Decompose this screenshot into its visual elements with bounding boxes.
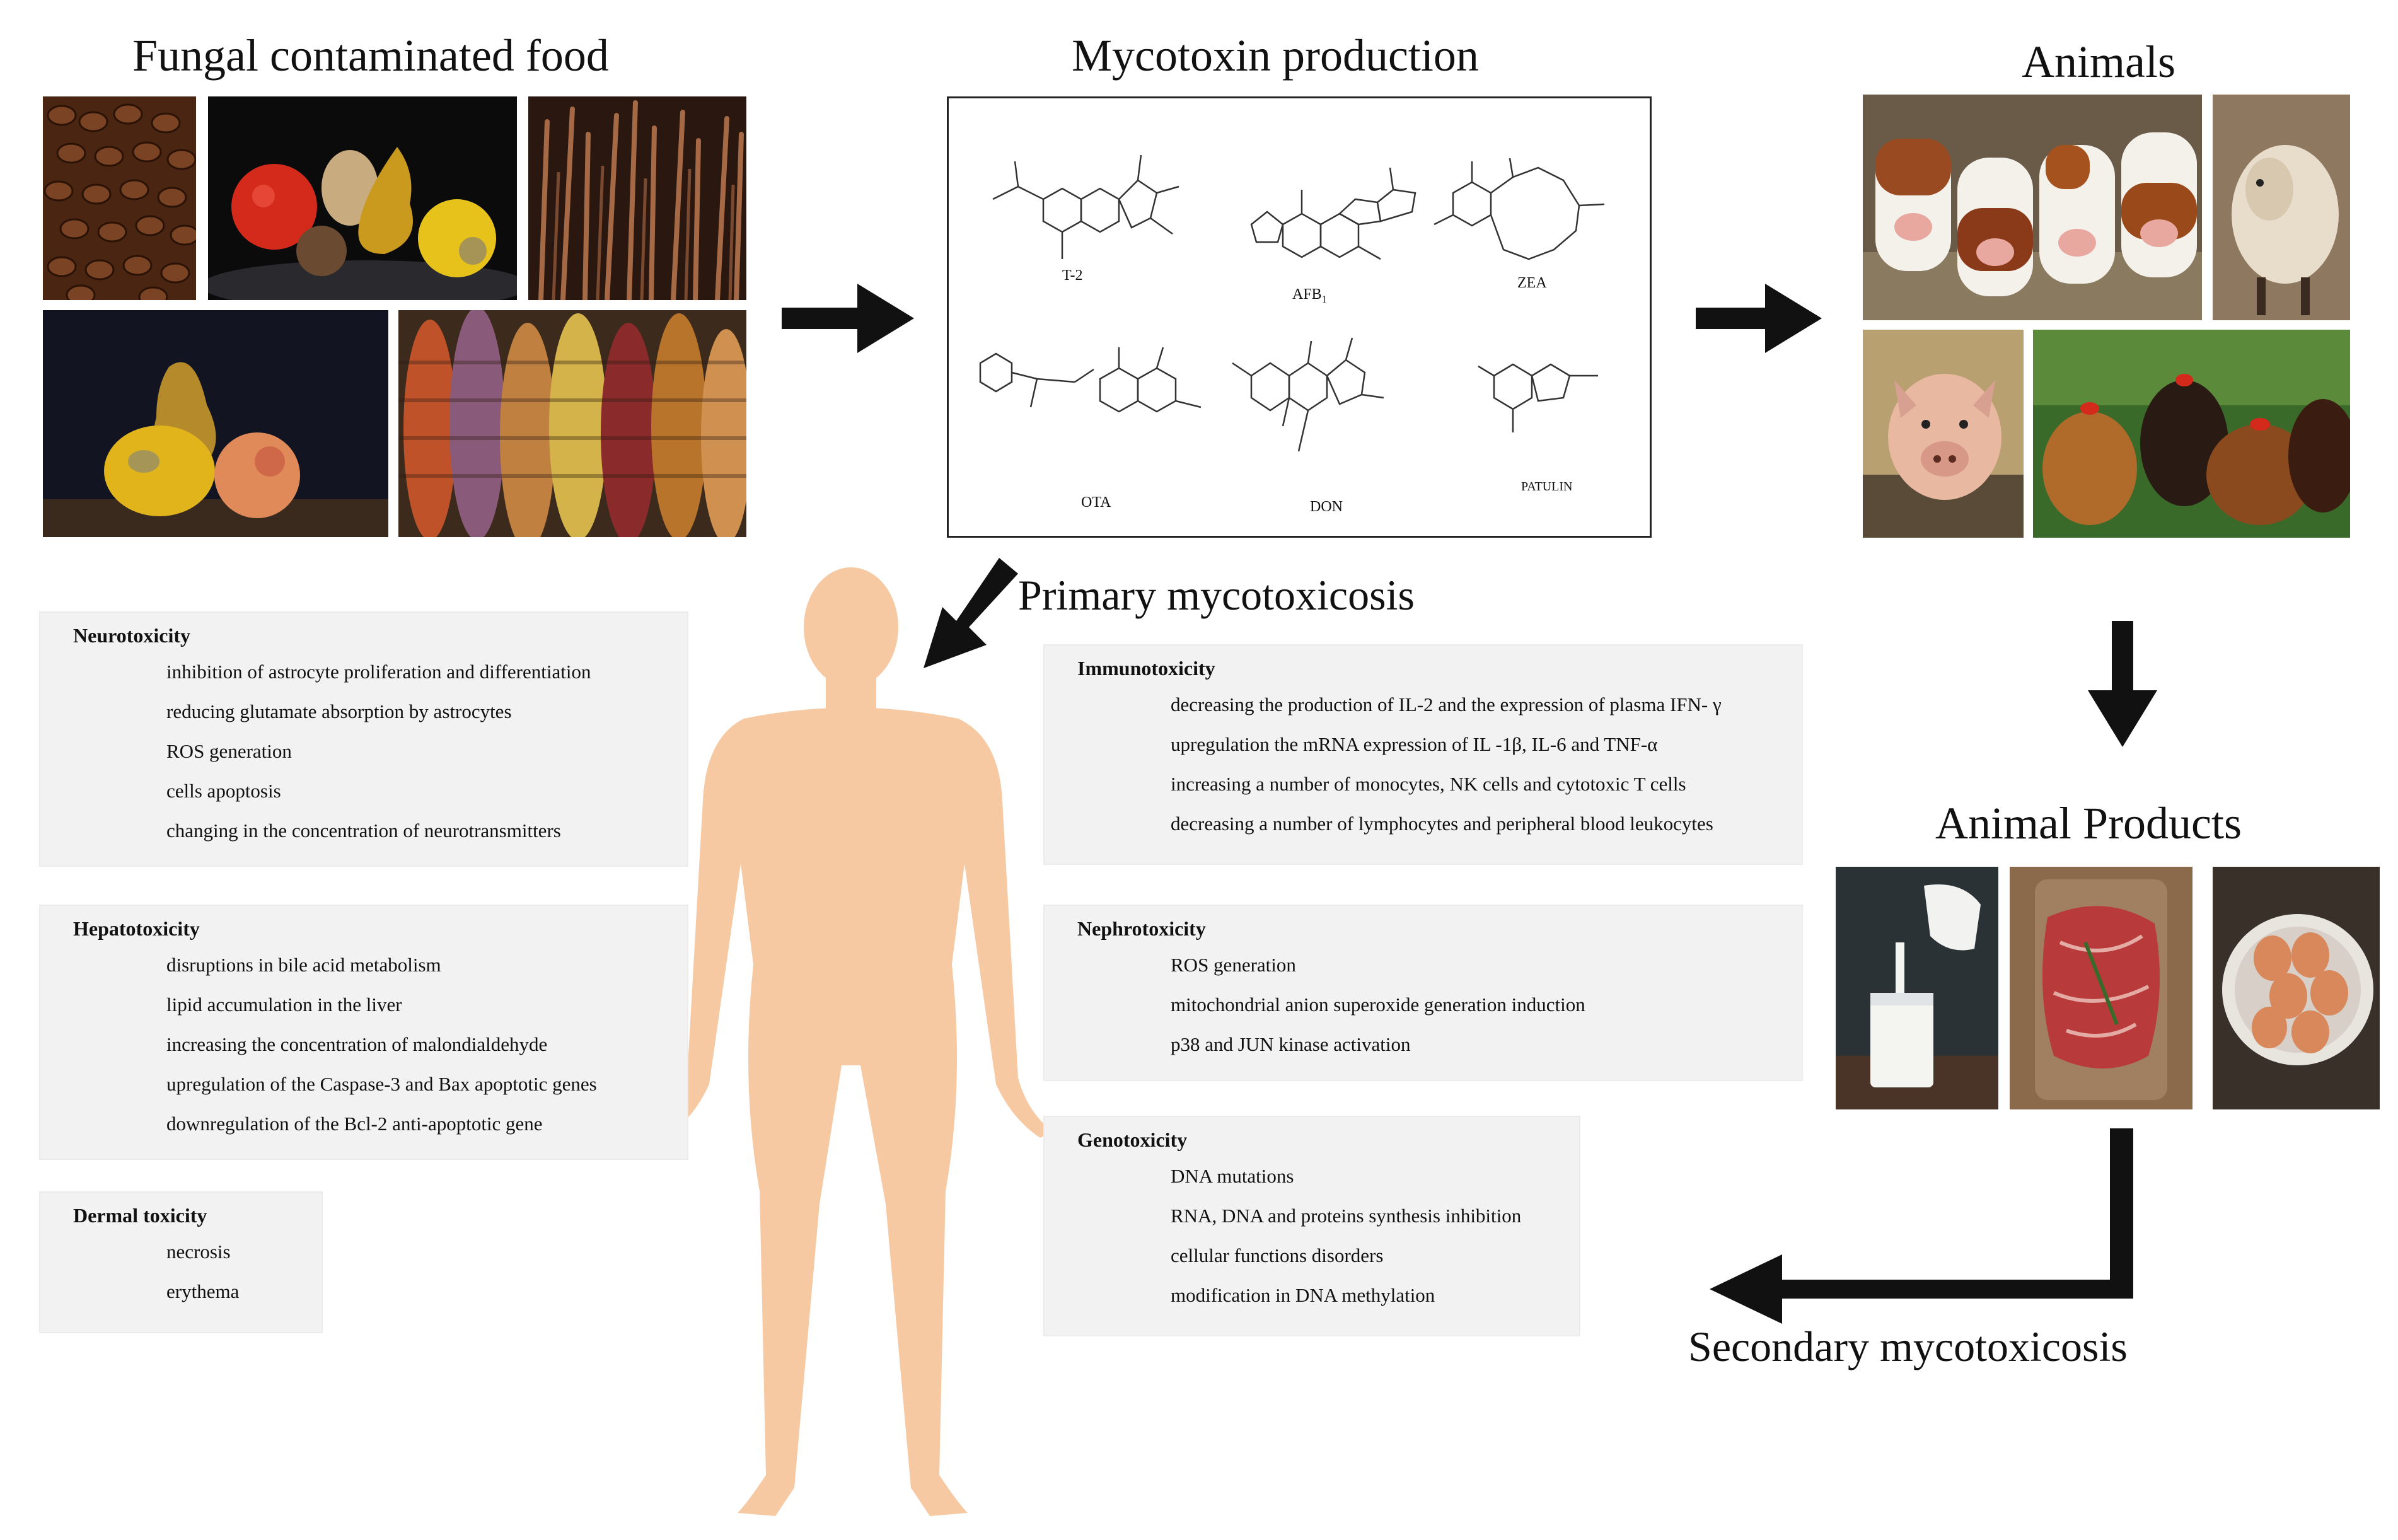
secondary-mycotoxicosis-label: Secondary mycotoxicosis (1688, 1323, 2128, 1370)
dermal-toxicity-box: Dermal toxicity necrosis erythema (39, 1191, 323, 1333)
hepatotoxicity-item: downregulation of the Bcl-2 anti-apoptot… (166, 1113, 543, 1135)
coffee-beans-photo (43, 96, 196, 300)
hepatotoxicity-title: Hepatotoxicity (73, 917, 200, 940)
arrow-animals-to-products (2088, 621, 2157, 747)
nephrotoxicity-title: Nephrotoxicity (1077, 917, 1206, 940)
neurotoxicity-item: ROS generation (166, 740, 292, 762)
dermal-toxicity-item: necrosis (166, 1241, 231, 1263)
pig-photo (1863, 330, 2024, 538)
don-label: DON (1310, 499, 1343, 515)
immunotoxicity-item: upregulation the mRNA expression of IL -… (1171, 733, 1658, 755)
production-title: Mycotoxin production (1072, 30, 1479, 81)
afb1-label: AFB1 (1292, 286, 1327, 306)
hepatotoxicity-item: upregulation of the Caspase-3 and Bax ap… (166, 1073, 597, 1095)
moldy-corn-photo (398, 310, 746, 537)
neurotoxicity-title: Neurotoxicity (73, 624, 191, 647)
food-title: Fungal contaminated food (132, 30, 609, 81)
animal-products-title: Animal Products (1935, 798, 2242, 848)
arrow-secondary-mycotoxicosis (1710, 1128, 2133, 1324)
wheat-photo (528, 96, 746, 300)
eggs-photo (2213, 867, 2380, 1109)
genotoxicity-item: RNA, DNA and proteins synthesis inhibiti… (1171, 1205, 1522, 1227)
meat-photo (2010, 867, 2192, 1109)
dermal-toxicity-item: erythema (166, 1280, 240, 1302)
genotoxicity-item: modification in DNA methylation (1171, 1284, 1435, 1306)
hepatotoxicity-box: Hepatotoxicity disruptions in bile acid … (39, 905, 688, 1160)
hepatotoxicity-item: increasing the concentration of malondia… (166, 1033, 548, 1055)
immunotoxicity-item: decreasing a number of lymphocytes and p… (1171, 813, 1713, 835)
animals-title: Animals (2022, 37, 2175, 87)
primary-mycotoxicosis-label: Primary mycotoxicosis (1018, 571, 1415, 619)
rotten-produce-photo (208, 96, 517, 300)
zea-label: ZEA (1517, 275, 1547, 291)
arrow-primary-mycotoxicosis (924, 558, 1018, 668)
immunotoxicity-box: Immunotoxicity decreasing the production… (1043, 644, 1803, 865)
hepatotoxicity-item: disruptions in bile acid metabolism (166, 954, 441, 976)
neurotoxicity-item: changing in the concentration of neurotr… (166, 819, 561, 842)
nephrotoxicity-item: p38 and JUN kinase activation (1171, 1033, 1411, 1055)
arrow-food-to-production (782, 284, 914, 353)
genotoxicity-item: DNA mutations (1171, 1165, 1294, 1187)
neurotoxicity-item: inhibition of astrocyte proliferation an… (166, 661, 591, 683)
neurotoxicity-box: Neurotoxicity inhibition of astrocyte pr… (39, 611, 688, 867)
neurotoxicity-item: reducing glutamate absorption by astrocy… (166, 700, 512, 722)
nephrotoxicity-item: ROS generation (1171, 954, 1296, 976)
genotoxicity-item: cellular functions disorders (1171, 1244, 1384, 1266)
moldy-fruit-photo (43, 310, 388, 537)
immunotoxicity-item: increasing a number of monocytes, NK cel… (1171, 773, 1686, 795)
human-silhouette-icon (668, 567, 1046, 1516)
arrow-production-to-animals (1696, 284, 1822, 353)
t2-label: T-2 (1062, 267, 1083, 284)
hepatotoxicity-item: lipid accumulation in the liver (166, 993, 402, 1016)
immunotoxicity-item: decreasing the production of IL-2 and th… (1171, 693, 1722, 715)
mycotoxin-structures-panel: T-2 AFB1 ZEA OTA DON PATULIN (947, 96, 1652, 538)
nephrotoxicity-box: Nephrotoxicity ROS generation mitochondr… (1043, 905, 1803, 1081)
chickens-photo (2033, 330, 2350, 538)
dermal-toxicity-title: Dermal toxicity (73, 1204, 207, 1227)
sheep-photo (2213, 95, 2350, 320)
genotoxicity-title: Genotoxicity (1077, 1128, 1188, 1151)
nephrotoxicity-item: mitochondrial anion superoxide generatio… (1171, 993, 1585, 1016)
neurotoxicity-item: cells apoptosis (166, 780, 281, 802)
cows-photo (1863, 95, 2202, 320)
afb1-subscript: 1 (1321, 294, 1327, 305)
milk-photo (1836, 867, 1998, 1109)
ota-label: OTA (1081, 494, 1111, 511)
immunotoxicity-title: Immunotoxicity (1077, 657, 1215, 680)
genotoxicity-box: Genotoxicity DNA mutations RNA, DNA and … (1043, 1116, 1580, 1336)
patulin-label: PATULIN (1521, 480, 1573, 494)
afb1-label-text: AFB (1292, 286, 1322, 303)
